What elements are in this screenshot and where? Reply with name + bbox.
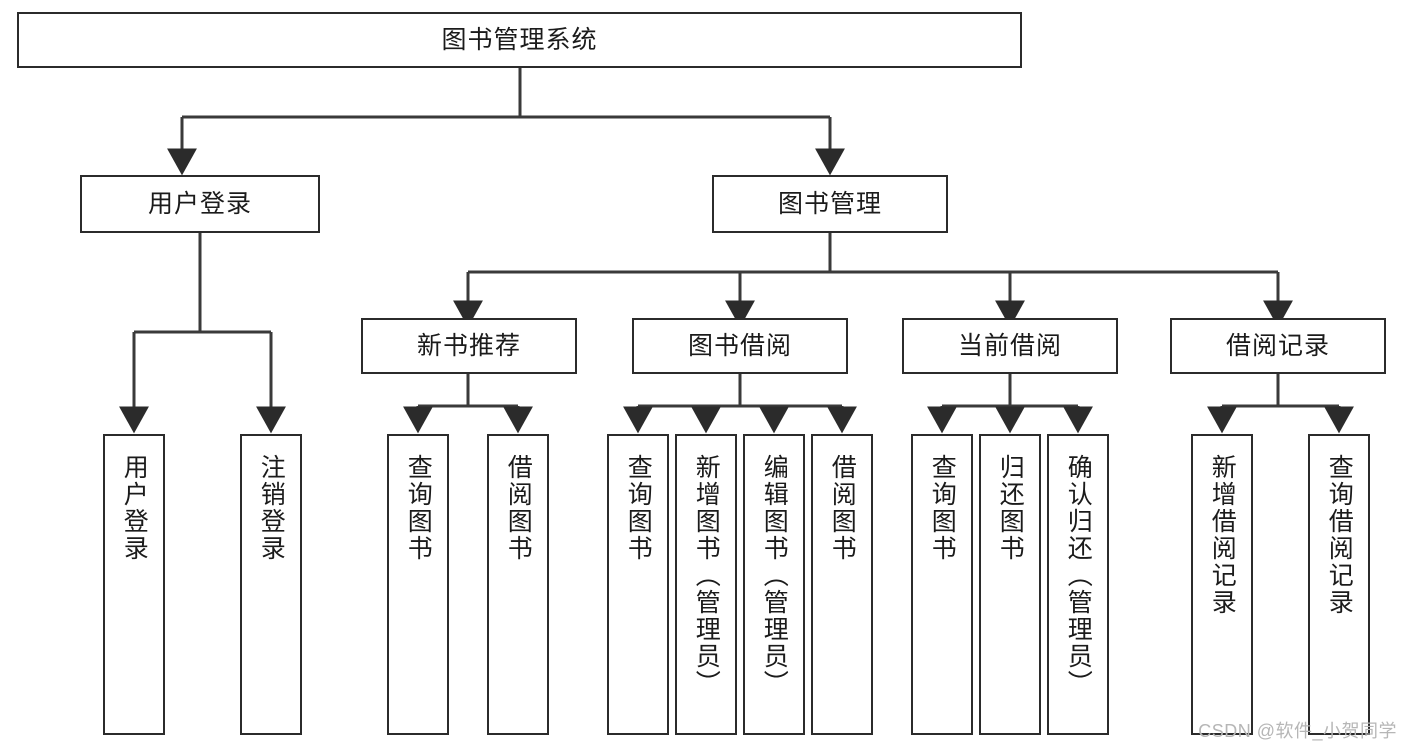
- node-leaf-query-book-3[interactable]: 查询图书: [911, 434, 973, 735]
- node-root-label: 图书管理系统: [441, 25, 598, 54]
- node-leaf-borrow-book-1[interactable]: 借阅图书: [487, 434, 549, 735]
- node-leaf-logout-label: 注销登录: [257, 454, 286, 562]
- node-leaf-query-book-2-label: 查询图书: [624, 454, 653, 562]
- node-leaf-add-record[interactable]: 新增借阅记录: [1191, 434, 1253, 735]
- node-root[interactable]: 图书管理系统: [17, 12, 1022, 68]
- watermark: CSDN @软件_小贺同学: [1198, 721, 1397, 741]
- node-leaf-edit-book-label: 编辑图书（管理员）: [760, 454, 789, 697]
- node-leaf-add-book-label: 新增图书（管理员）: [692, 454, 721, 697]
- node-leaf-user-login-label: 用户登录: [120, 454, 149, 562]
- node-leaf-return-book[interactable]: 归还图书: [979, 434, 1041, 735]
- node-book-borrow-label: 图书借阅: [687, 331, 792, 360]
- node-leaf-add-record-label: 新增借阅记录: [1208, 454, 1237, 616]
- node-book-manage-label: 图书管理: [777, 189, 882, 218]
- node-leaf-borrow-book-1-label: 借阅图书: [504, 454, 533, 562]
- node-user-login-label: 用户登录: [147, 189, 252, 218]
- node-current-borrow-label: 当前借阅: [957, 331, 1062, 360]
- node-leaf-query-record[interactable]: 查询借阅记录: [1308, 434, 1370, 735]
- node-leaf-query-book-1-label: 查询图书: [404, 454, 433, 562]
- node-leaf-user-login[interactable]: 用户登录: [103, 434, 165, 735]
- node-leaf-confirm-return[interactable]: 确认归还（管理员）: [1047, 434, 1109, 735]
- node-leaf-logout[interactable]: 注销登录: [240, 434, 302, 735]
- node-leaf-add-book[interactable]: 新增图书（管理员）: [675, 434, 737, 735]
- node-leaf-confirm-return-label: 确认归还（管理员）: [1064, 454, 1093, 697]
- node-borrow-record-label: 借阅记录: [1225, 331, 1330, 360]
- node-borrow-record[interactable]: 借阅记录: [1170, 318, 1386, 374]
- node-user-login[interactable]: 用户登录: [80, 175, 320, 233]
- node-leaf-borrow-book-2[interactable]: 借阅图书: [811, 434, 873, 735]
- node-new-book-rec-label: 新书推荐: [416, 331, 521, 360]
- node-leaf-borrow-book-2-label: 借阅图书: [828, 454, 857, 562]
- node-current-borrow[interactable]: 当前借阅: [902, 318, 1118, 374]
- node-leaf-return-book-label: 归还图书: [996, 454, 1025, 562]
- node-book-borrow[interactable]: 图书借阅: [632, 318, 848, 374]
- node-leaf-query-book-2[interactable]: 查询图书: [607, 434, 669, 735]
- node-book-manage[interactable]: 图书管理: [712, 175, 948, 233]
- node-leaf-edit-book[interactable]: 编辑图书（管理员）: [743, 434, 805, 735]
- node-new-book-rec[interactable]: 新书推荐: [361, 318, 577, 374]
- node-leaf-query-record-label: 查询借阅记录: [1325, 454, 1354, 616]
- node-leaf-query-book-3-label: 查询图书: [928, 454, 957, 562]
- node-leaf-query-book-1[interactable]: 查询图书: [387, 434, 449, 735]
